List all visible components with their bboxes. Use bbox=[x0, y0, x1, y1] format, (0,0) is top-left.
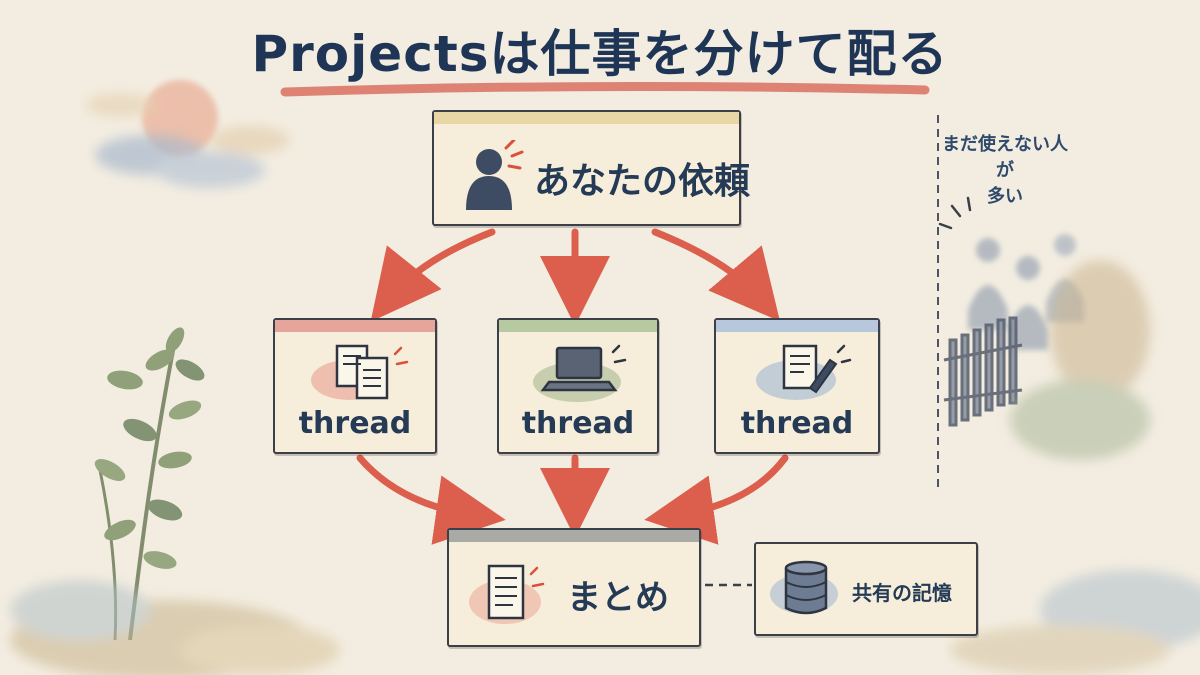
fence-icon bbox=[943, 316, 1023, 427]
title-underline bbox=[280, 81, 930, 97]
request-box: あなたの依頼 bbox=[432, 110, 750, 226]
summary-document-icon bbox=[469, 564, 545, 624]
thread-label-3: thread bbox=[740, 406, 854, 441]
summary-box: まとめ bbox=[447, 528, 701, 647]
person-icon bbox=[466, 140, 524, 210]
side-note-line2: 多い bbox=[987, 186, 1023, 207]
summary-band bbox=[449, 530, 699, 542]
request-band bbox=[434, 112, 739, 124]
request-label: あなたの依頼 bbox=[534, 161, 751, 202]
plant-illustration bbox=[94, 327, 205, 641]
bush-right bbox=[950, 260, 1200, 675]
thread-band-3 bbox=[716, 320, 878, 332]
cloud-icon bbox=[85, 93, 290, 188]
thread-box-2: thread bbox=[497, 318, 659, 454]
bush-left bbox=[10, 580, 340, 675]
page-title: Projectsは仕事を分けて配る bbox=[251, 25, 949, 83]
laptop-icon bbox=[533, 344, 627, 402]
thread-box-1: thread bbox=[273, 318, 437, 454]
memory-label: 共有の記憶 bbox=[852, 581, 952, 605]
documents-icon bbox=[311, 344, 409, 400]
side-note: まだ使えない人が 多い bbox=[940, 132, 1070, 210]
database-icon bbox=[770, 560, 838, 615]
thread-label-1: thread bbox=[298, 406, 412, 441]
summary-label: まとめ bbox=[567, 578, 669, 618]
thread-box-3: thread bbox=[714, 318, 880, 454]
thread-band-1 bbox=[275, 320, 435, 332]
sparkle-icon bbox=[938, 196, 972, 230]
memory-box: 共有の記憶 bbox=[754, 542, 978, 636]
side-note-line1: まだ使えない人が bbox=[942, 134, 1068, 181]
thread-band-2 bbox=[499, 320, 657, 332]
document-pen-icon bbox=[756, 344, 852, 400]
thread-label-2: thread bbox=[521, 406, 635, 441]
